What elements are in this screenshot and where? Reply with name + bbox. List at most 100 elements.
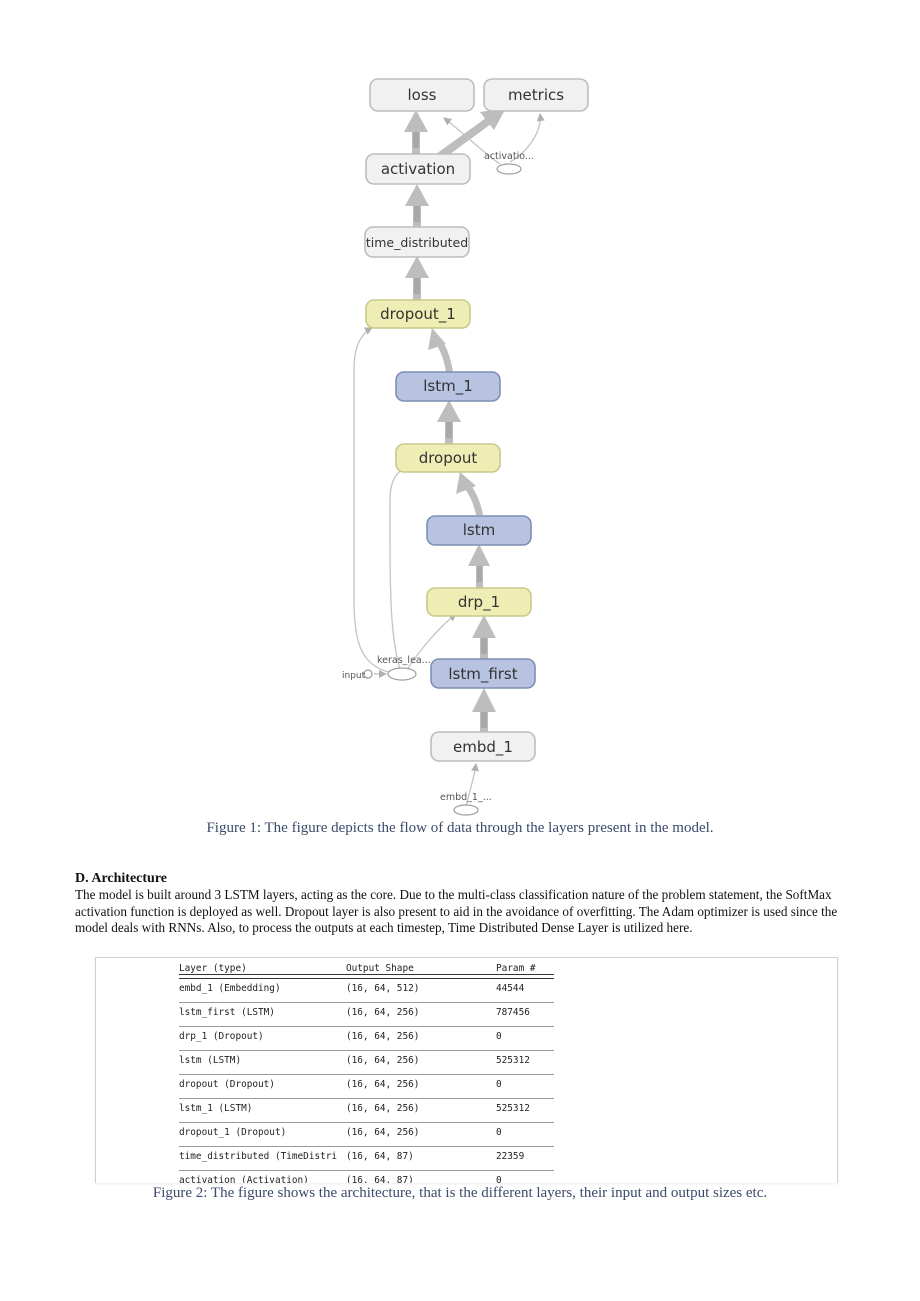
cell-layer: activation (Activation) — [179, 1175, 309, 1183]
table-row: lstm_first (LSTM) (16, 64, 256) 787456 — [179, 1003, 554, 1027]
cell-shape: (16, 64, 256) — [346, 1007, 420, 1018]
header-layer: Layer (type) — [179, 963, 247, 974]
edge-arrow — [480, 108, 506, 130]
node-lstm-1-label: lstm_1 — [423, 377, 473, 396]
edge-arrow — [405, 256, 429, 278]
node-lstm-label: lstm — [463, 521, 495, 539]
node-drp-1-label: drp_1 — [458, 593, 500, 612]
cell-layer: lstm (LSTM) — [179, 1055, 242, 1066]
cell-params: 787456 — [496, 1007, 530, 1018]
edge-lstm-dropout — [464, 484, 483, 515]
cell-shape: (16, 64, 256) — [346, 1031, 420, 1042]
thin-edges — [353, 113, 545, 807]
node-dropout-label: dropout — [419, 449, 478, 467]
cell-params: 0 — [496, 1127, 502, 1138]
header-params: Param # — [496, 963, 536, 974]
edge-activation-metrics — [436, 118, 491, 160]
node-drp-1: drp_1 — [426, 587, 532, 617]
model-graph: loss metrics activation time_distributed… — [342, 78, 589, 816]
edge-keras-drp1 — [407, 613, 457, 669]
keras-learning-ellipse — [387, 667, 417, 681]
edge-shape-labels — [413, 132, 487, 728]
cell-params: 44544 — [496, 983, 525, 994]
architecture-section: D. Architecture The model is built aroun… — [75, 870, 855, 937]
node-lstm-first-label: lstm_first — [448, 665, 517, 684]
embd-input-label: embd_1_... — [440, 792, 492, 803]
cell-params: 0 — [496, 1175, 502, 1183]
node-activation-label: activation — [381, 160, 455, 178]
cell-params: 525312 — [496, 1055, 530, 1066]
cell-shape: (16, 64, 256) — [346, 1127, 420, 1138]
keras-learning-label: keras_lea... — [377, 655, 431, 666]
node-dropout: dropout — [395, 443, 501, 473]
summary-double-rule — [179, 974, 554, 979]
table-row: embd_1 (Embedding) (16, 64, 512) 44544 — [179, 979, 554, 1003]
section-body: The model is built around 3 LSTM layers,… — [75, 887, 838, 936]
node-lstm: lstm — [426, 515, 532, 546]
edge-arrow — [456, 472, 476, 494]
edge-arrow — [428, 328, 446, 350]
edge-arrow — [472, 688, 496, 712]
input-label: input — [342, 671, 366, 681]
cell-shape: (16, 64, 256) — [346, 1055, 420, 1066]
node-dropout-1: dropout_1 — [365, 299, 471, 329]
input-circle — [363, 669, 373, 679]
table-row: lstm_1 (LSTM) (16, 64, 256) 525312 — [179, 1099, 554, 1123]
activation-aux-ellipse — [496, 163, 522, 175]
edge-keras-dropout1 — [353, 327, 395, 674]
section-heading: D. Architecture — [75, 871, 168, 886]
node-metrics: metrics — [483, 78, 589, 112]
edge-keras-dropout — [389, 464, 411, 671]
cell-shape: (16, 64, 87) — [346, 1151, 414, 1162]
edge-arrow — [437, 400, 461, 422]
aux-nodes — [363, 163, 522, 816]
table-row: time_distributed (TimeDistri (16, 64, 87)… — [179, 1147, 554, 1171]
edge-arrow — [405, 184, 429, 206]
node-embd-1: embd_1 — [430, 731, 536, 762]
cell-layer: lstm_1 (LSTM) — [179, 1103, 253, 1114]
node-activation: activation — [365, 153, 471, 185]
table-row: activation (Activation) (16, 64, 87) 0 — [179, 1171, 554, 1183]
edge-arrow — [472, 615, 496, 638]
table-row: dropout (Dropout) (16, 64, 256) 0 — [179, 1075, 554, 1099]
edge-activation-loss-thin — [443, 117, 501, 165]
figure-2-caption: Figure 2: The figure shows the architect… — [152, 1185, 768, 1201]
cell-layer: dropout (Dropout) — [179, 1079, 275, 1090]
cell-layer: dropout_1 (Dropout) — [179, 1127, 287, 1138]
summary-header: Layer (type) Output Shape Param # — [179, 961, 554, 974]
node-lstm-first: lstm_first — [430, 658, 536, 689]
node-time-distributed-label: time_distributed — [366, 235, 468, 250]
edge-embdin-embd1 — [465, 763, 479, 807]
edge-arrow — [468, 544, 490, 566]
cell-layer: lstm_first (LSTM) — [179, 1007, 275, 1018]
activation-aux-label: activatio... — [484, 151, 534, 162]
cell-shape: (16, 64, 87) — [346, 1175, 414, 1183]
cell-layer: embd_1 (Embedding) — [179, 983, 281, 994]
table-row: lstm (LSTM) (16, 64, 256) 525312 — [179, 1051, 554, 1075]
table-row: drp_1 (Dropout)(16, 64, 256)0 — [179, 1027, 554, 1051]
edge-lstm1-dropout1 — [434, 338, 453, 372]
cell-layer: time_distributed (TimeDistri — [179, 1151, 338, 1162]
edge-arrow — [404, 110, 428, 132]
cell-shape: (16, 64, 256) — [346, 1103, 420, 1114]
cell-params: 0 — [496, 1031, 502, 1042]
cell-shape: (16, 64, 512) — [346, 983, 420, 994]
node-lstm-1: lstm_1 — [395, 371, 501, 402]
node-time-distributed: time_distributed — [364, 226, 470, 258]
cell-shape: (16, 64, 256) — [346, 1079, 420, 1090]
embd-input-ellipse — [453, 804, 479, 816]
node-embd-1-label: embd_1 — [453, 738, 513, 757]
edge-act-aux-metrics — [509, 113, 545, 163]
figure-1-caption: Figure 1: The figure depicts the flow of… — [206, 820, 714, 836]
model-summary-table: Layer (type) Output Shape Param # embd_1… — [179, 961, 554, 1183]
cell-params: 0 — [496, 1079, 502, 1090]
node-metrics-label: metrics — [508, 86, 564, 104]
cell-params: 22359 — [496, 1151, 525, 1162]
table-row: dropout_1 (Dropout) (16, 64, 256) 0 — [179, 1123, 554, 1147]
node-loss: loss — [369, 78, 475, 112]
header-output-shape: Output Shape — [346, 963, 414, 974]
cell-params: 525312 — [496, 1103, 530, 1114]
node-dropout-1-label: dropout_1 — [380, 305, 456, 324]
edges — [404, 108, 506, 734]
node-loss-label: loss — [408, 86, 437, 104]
